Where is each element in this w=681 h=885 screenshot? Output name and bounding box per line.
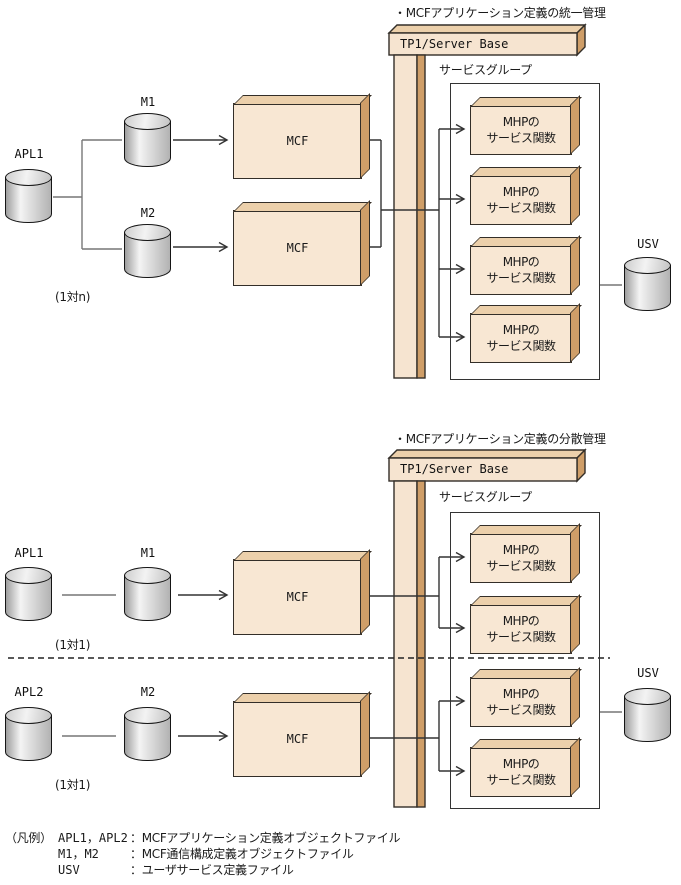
mhp-box-line1: MHPの <box>502 543 540 557</box>
mhp-service-box: MHPの サービス関数 <box>470 245 572 295</box>
service-group-label-bottom: サービスグループ <box>439 490 532 504</box>
m1-label-bottom: M1 <box>140 546 156 560</box>
cylinder-top-face <box>5 707 52 724</box>
mcf-box-label: MCF <box>286 241 309 255</box>
ratio-label-top: (1対n) <box>55 290 91 304</box>
mhp-box-line1: MHPの <box>502 115 540 129</box>
mhp-service-box: MHPの サービス関数 <box>470 533 572 583</box>
ratio-label-bottom-2: (1対1) <box>55 778 91 792</box>
mcf-box-label: MCF <box>286 134 309 148</box>
mhp-box-line1: MHPの <box>502 614 540 628</box>
apl1-label-top: APL1 <box>14 147 44 161</box>
ratio-label-bottom-1: (1対1) <box>55 638 91 652</box>
mhp-box-line2: サービス関数 <box>486 201 556 215</box>
mcf-box: MCF <box>233 210 362 286</box>
mhp-service-box: MHPの サービス関数 <box>470 175 572 225</box>
cylinder-top-face <box>624 688 671 705</box>
diagram-top-title: ・MCFアプリケーション定義の統一管理 <box>394 6 606 20</box>
tp1-bar-top <box>387 23 587 379</box>
legend-row: M1，M2 ：MCF通信構成定義オブジェクトファイル <box>5 846 400 862</box>
legend-prefix <box>5 846 58 862</box>
legend-term: USV <box>58 863 80 877</box>
cylinder-top-face <box>5 567 52 584</box>
legend-desc: ：ユーザサービス定義ファイル <box>130 863 294 877</box>
m2-cylinder-bottom <box>124 707 172 763</box>
mhp-service-box: MHPの サービス関数 <box>470 105 572 155</box>
mcf-box: MCF <box>233 103 362 179</box>
mhp-box-line1: MHPの <box>502 255 540 269</box>
cylinder-top-face <box>5 169 52 186</box>
apl2-label: APL2 <box>14 685 44 699</box>
mhp-service-box: MHPの サービス関数 <box>470 747 572 797</box>
mhp-box-line1: MHPの <box>502 323 540 337</box>
mhp-box-line2: サービス関数 <box>486 339 556 353</box>
wires-top <box>53 123 622 343</box>
service-group-box-top <box>450 83 600 380</box>
diagram-bottom-title: ・MCFアプリケーション定義の分散管理 <box>394 432 606 446</box>
cylinder-top-face <box>124 707 171 724</box>
mhp-box-line2: サービス関数 <box>486 630 556 644</box>
cylinder-top-face <box>124 224 171 241</box>
usv-cylinder-bottom <box>624 688 672 744</box>
legend-row: （凡例） APL1，APL2 ：MCFアプリケーション定義オブジェクトファイル <box>5 830 401 846</box>
usv-label-bottom: USV <box>637 666 659 680</box>
mhp-box-line2: サービス関数 <box>486 773 556 787</box>
legend-desc: ：MCF通信構成定義オブジェクトファイル <box>130 847 354 861</box>
tp1-server-base-label-top: TP1/Server Base <box>400 37 509 51</box>
m1-label-top: M1 <box>140 95 156 109</box>
apl2-cylinder <box>5 707 53 763</box>
wires-bottom <box>8 551 622 777</box>
cylinder-body <box>124 575 171 621</box>
legend-prefix: （凡例） <box>5 831 52 845</box>
tp1-server-base-label-bottom: TP1/Server Base <box>400 462 509 476</box>
mhp-service-box: MHPの サービス関数 <box>470 313 572 363</box>
mcf-box-label: MCF <box>286 590 309 604</box>
legend-desc: ：MCFアプリケーション定義オブジェクトファイル <box>130 831 401 845</box>
mhp-box-line1: MHPの <box>502 687 540 701</box>
mhp-box-line1: MHPの <box>502 185 540 199</box>
m2-label-top: M2 <box>140 206 156 220</box>
cylinder-body <box>124 121 171 167</box>
usv-label-top: USV <box>637 237 659 251</box>
legend-prefix <box>5 862 58 878</box>
mcf-box: MCF <box>233 559 362 635</box>
m2-cylinder-top <box>124 224 172 280</box>
legend-term: M1，M2 <box>58 847 99 861</box>
tp1-bar-bottom <box>387 448 587 808</box>
mcf-box: MCF <box>233 701 362 777</box>
mcf-box-label: MCF <box>286 732 309 746</box>
mhp-box-line2: サービス関数 <box>486 131 556 145</box>
service-group-box-bottom <box>450 512 600 809</box>
legend-term: APL1，APL2 <box>58 831 128 845</box>
apl1-cylinder-top <box>5 169 53 225</box>
m1-cylinder-top <box>124 113 172 169</box>
mhp-box-line2: サービス関数 <box>486 271 556 285</box>
apl1-cylinder-bottom <box>5 567 53 623</box>
legend-row: USV ：ユーザサービス定義ファイル <box>5 862 400 878</box>
mhp-service-box: MHPの サービス関数 <box>470 677 572 727</box>
mhp-box-line2: サービス関数 <box>486 703 556 717</box>
mhp-box-line2: サービス関数 <box>486 559 556 573</box>
cylinder-top-face <box>124 567 171 584</box>
mhp-box-line1: MHPの <box>502 757 540 771</box>
usv-cylinder-top <box>624 257 672 313</box>
m2-label-bottom: M2 <box>140 685 156 699</box>
service-group-label-top: サービスグループ <box>439 63 532 77</box>
legend: （凡例） APL1，APL2 ：MCFアプリケーション定義オブジェクトファイル … <box>5 830 401 878</box>
cylinder-top-face <box>624 257 671 274</box>
cylinder-top-face <box>124 113 171 130</box>
m1-cylinder-bottom <box>124 567 172 623</box>
mhp-service-box: MHPの サービス関数 <box>470 604 572 654</box>
apl1-label-bottom: APL1 <box>14 546 44 560</box>
